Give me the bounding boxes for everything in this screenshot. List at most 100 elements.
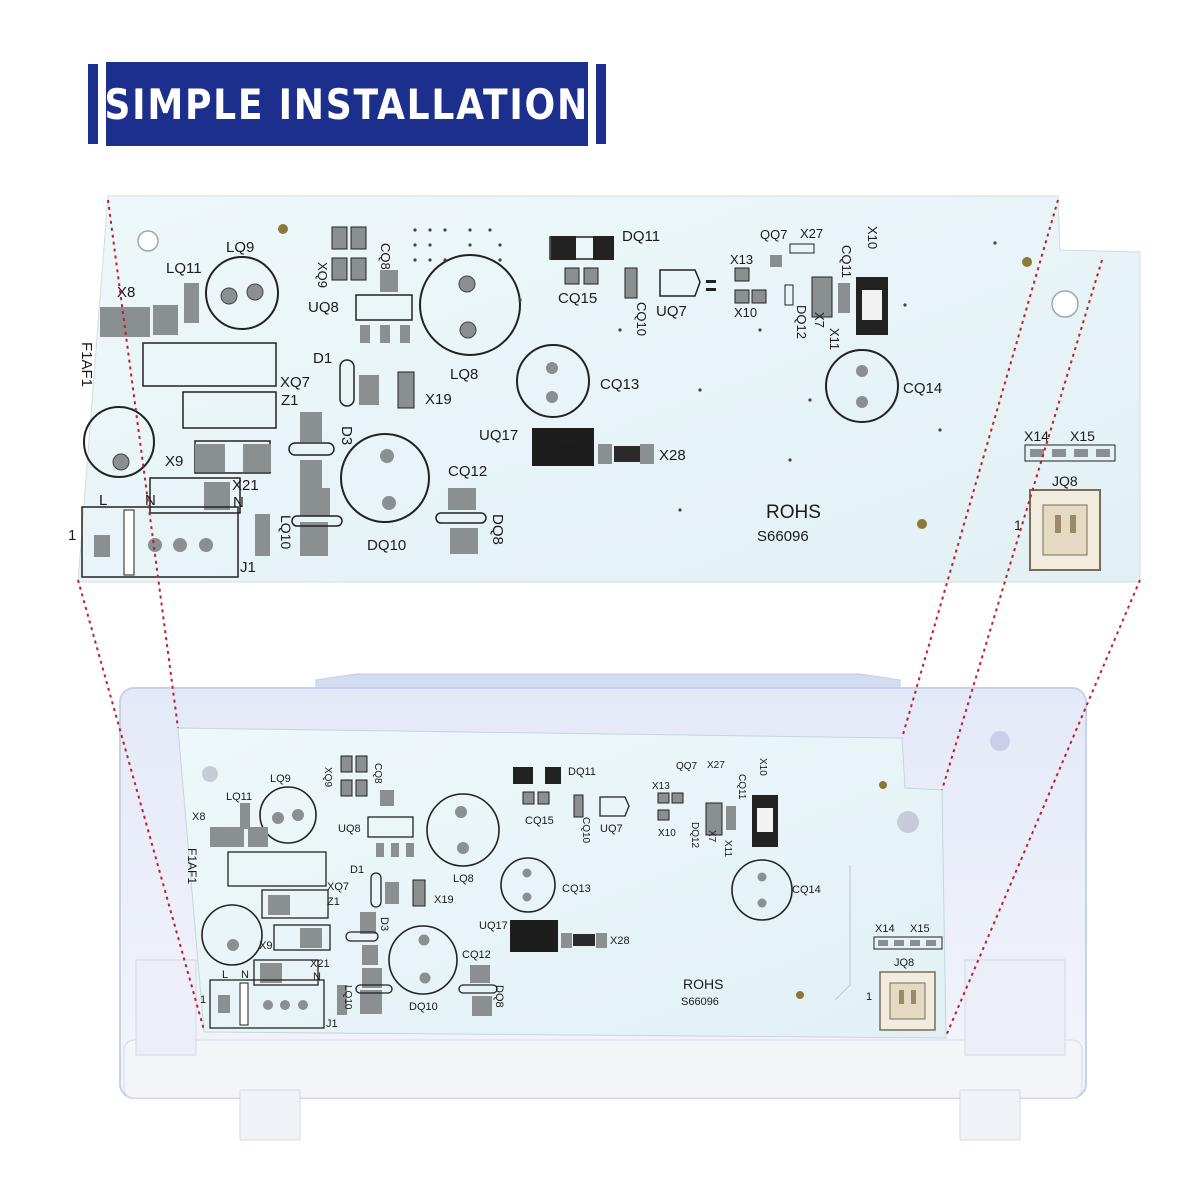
label-f1af1: F1AF1 xyxy=(78,342,95,387)
pad xyxy=(522,892,532,902)
label-n: N xyxy=(233,494,244,511)
banner-title: SIMPLE INSTALLATION xyxy=(104,79,590,129)
pad xyxy=(657,792,670,804)
label-uq17: UQ17 xyxy=(479,920,508,932)
label-cq10: CQ10 xyxy=(634,302,649,336)
label-x10-small: X10 xyxy=(658,828,676,839)
label-lq11: LQ11 xyxy=(226,791,252,803)
connector-pin xyxy=(1055,515,1061,533)
via-dot xyxy=(796,991,804,999)
pad xyxy=(382,496,396,510)
pad xyxy=(360,325,370,343)
label-jq8: JQ8 xyxy=(1052,473,1078,489)
connector-pin xyxy=(899,990,904,1004)
guide-line-bottom-left xyxy=(77,579,205,1031)
pad xyxy=(726,806,736,830)
mount-hole xyxy=(202,766,218,782)
label-cq13: CQ13 xyxy=(600,376,639,393)
housing-side-rail xyxy=(135,959,197,1056)
pad xyxy=(412,879,426,907)
label-d3: D3 xyxy=(338,426,355,445)
pad xyxy=(380,270,398,292)
pad xyxy=(337,985,347,1015)
capacitor-cq13 xyxy=(516,344,590,418)
via-dot xyxy=(1022,257,1032,267)
pad xyxy=(362,968,382,988)
ic-uq17 xyxy=(532,428,594,466)
connector-pin xyxy=(1070,515,1076,533)
label-j1: J1 xyxy=(326,1018,338,1030)
pad xyxy=(910,940,920,946)
pad xyxy=(376,843,384,857)
via-dot xyxy=(879,781,887,789)
fuse-f1af1 xyxy=(201,904,263,966)
label-x7: X7 xyxy=(812,312,827,328)
label-xq7: XQ7 xyxy=(280,374,310,391)
pad xyxy=(583,267,599,285)
pad xyxy=(596,933,607,948)
pad xyxy=(838,283,850,313)
pad xyxy=(545,767,561,784)
label-uq17: UQ17 xyxy=(479,427,518,444)
guide-line-bottom-right xyxy=(945,579,1141,1037)
label-x13: X13 xyxy=(652,781,670,792)
label-jq8-pin1: 1 xyxy=(1014,517,1022,533)
footprint xyxy=(253,959,319,986)
label-z1: Z1 xyxy=(327,896,340,908)
label-lq8: LQ8 xyxy=(453,873,474,885)
label-lq9: LQ9 xyxy=(270,773,291,785)
pad xyxy=(385,882,399,904)
pad xyxy=(734,267,750,282)
label-pin1: 1 xyxy=(200,994,206,1006)
pad xyxy=(243,444,271,472)
pad xyxy=(391,843,399,857)
pad xyxy=(260,963,282,983)
label-qq7: QQ7 xyxy=(760,227,787,242)
pad xyxy=(362,945,378,965)
pad xyxy=(246,283,264,301)
pad xyxy=(350,257,367,281)
label-cq15: CQ15 xyxy=(525,815,554,827)
pad xyxy=(546,391,558,403)
pad xyxy=(546,362,558,374)
installed-board: LQ9 LQ11 X8 XQ9 CQ8 UQ8 DQ11 CQ15 UQ7 CQ… xyxy=(177,727,947,1039)
label-pin1: 1 xyxy=(68,527,76,544)
label-x19: X19 xyxy=(425,391,452,408)
pad xyxy=(359,375,379,405)
housing-foot xyxy=(959,1089,1021,1141)
pad xyxy=(926,940,936,946)
pad xyxy=(360,990,382,1014)
banner-box: SIMPLE INSTALLATION xyxy=(104,62,590,146)
pad xyxy=(400,325,410,343)
footprint xyxy=(142,342,277,387)
pad xyxy=(298,1000,308,1010)
housing-side-rail xyxy=(964,959,1066,1056)
pad xyxy=(448,488,476,510)
pad xyxy=(300,488,330,516)
inductor-lq8 xyxy=(426,793,500,867)
label-x27: X27 xyxy=(707,760,725,771)
label-cq12: CQ12 xyxy=(448,463,487,480)
board-outline-trace xyxy=(834,865,851,1001)
pad xyxy=(300,460,322,490)
housing-lower-lip xyxy=(123,1039,1083,1099)
label-cq14: CQ14 xyxy=(903,380,942,397)
label-x10: X10 xyxy=(757,758,768,776)
housing-foot xyxy=(239,1089,301,1141)
divider xyxy=(123,509,135,576)
label-d3: D3 xyxy=(378,917,390,931)
pad xyxy=(268,895,290,915)
pad xyxy=(220,287,238,305)
pad xyxy=(435,512,487,524)
label-xq7: XQ7 xyxy=(327,881,349,893)
label-f1af1: F1AF1 xyxy=(185,848,199,884)
pad xyxy=(1096,449,1110,457)
inductor-lq8 xyxy=(419,254,521,356)
label-x19: X19 xyxy=(434,894,454,906)
pad xyxy=(537,791,550,805)
label-part-number: S66096 xyxy=(681,996,719,1008)
pad xyxy=(513,767,533,784)
pad xyxy=(240,803,250,829)
ic-uq8 xyxy=(355,294,413,321)
